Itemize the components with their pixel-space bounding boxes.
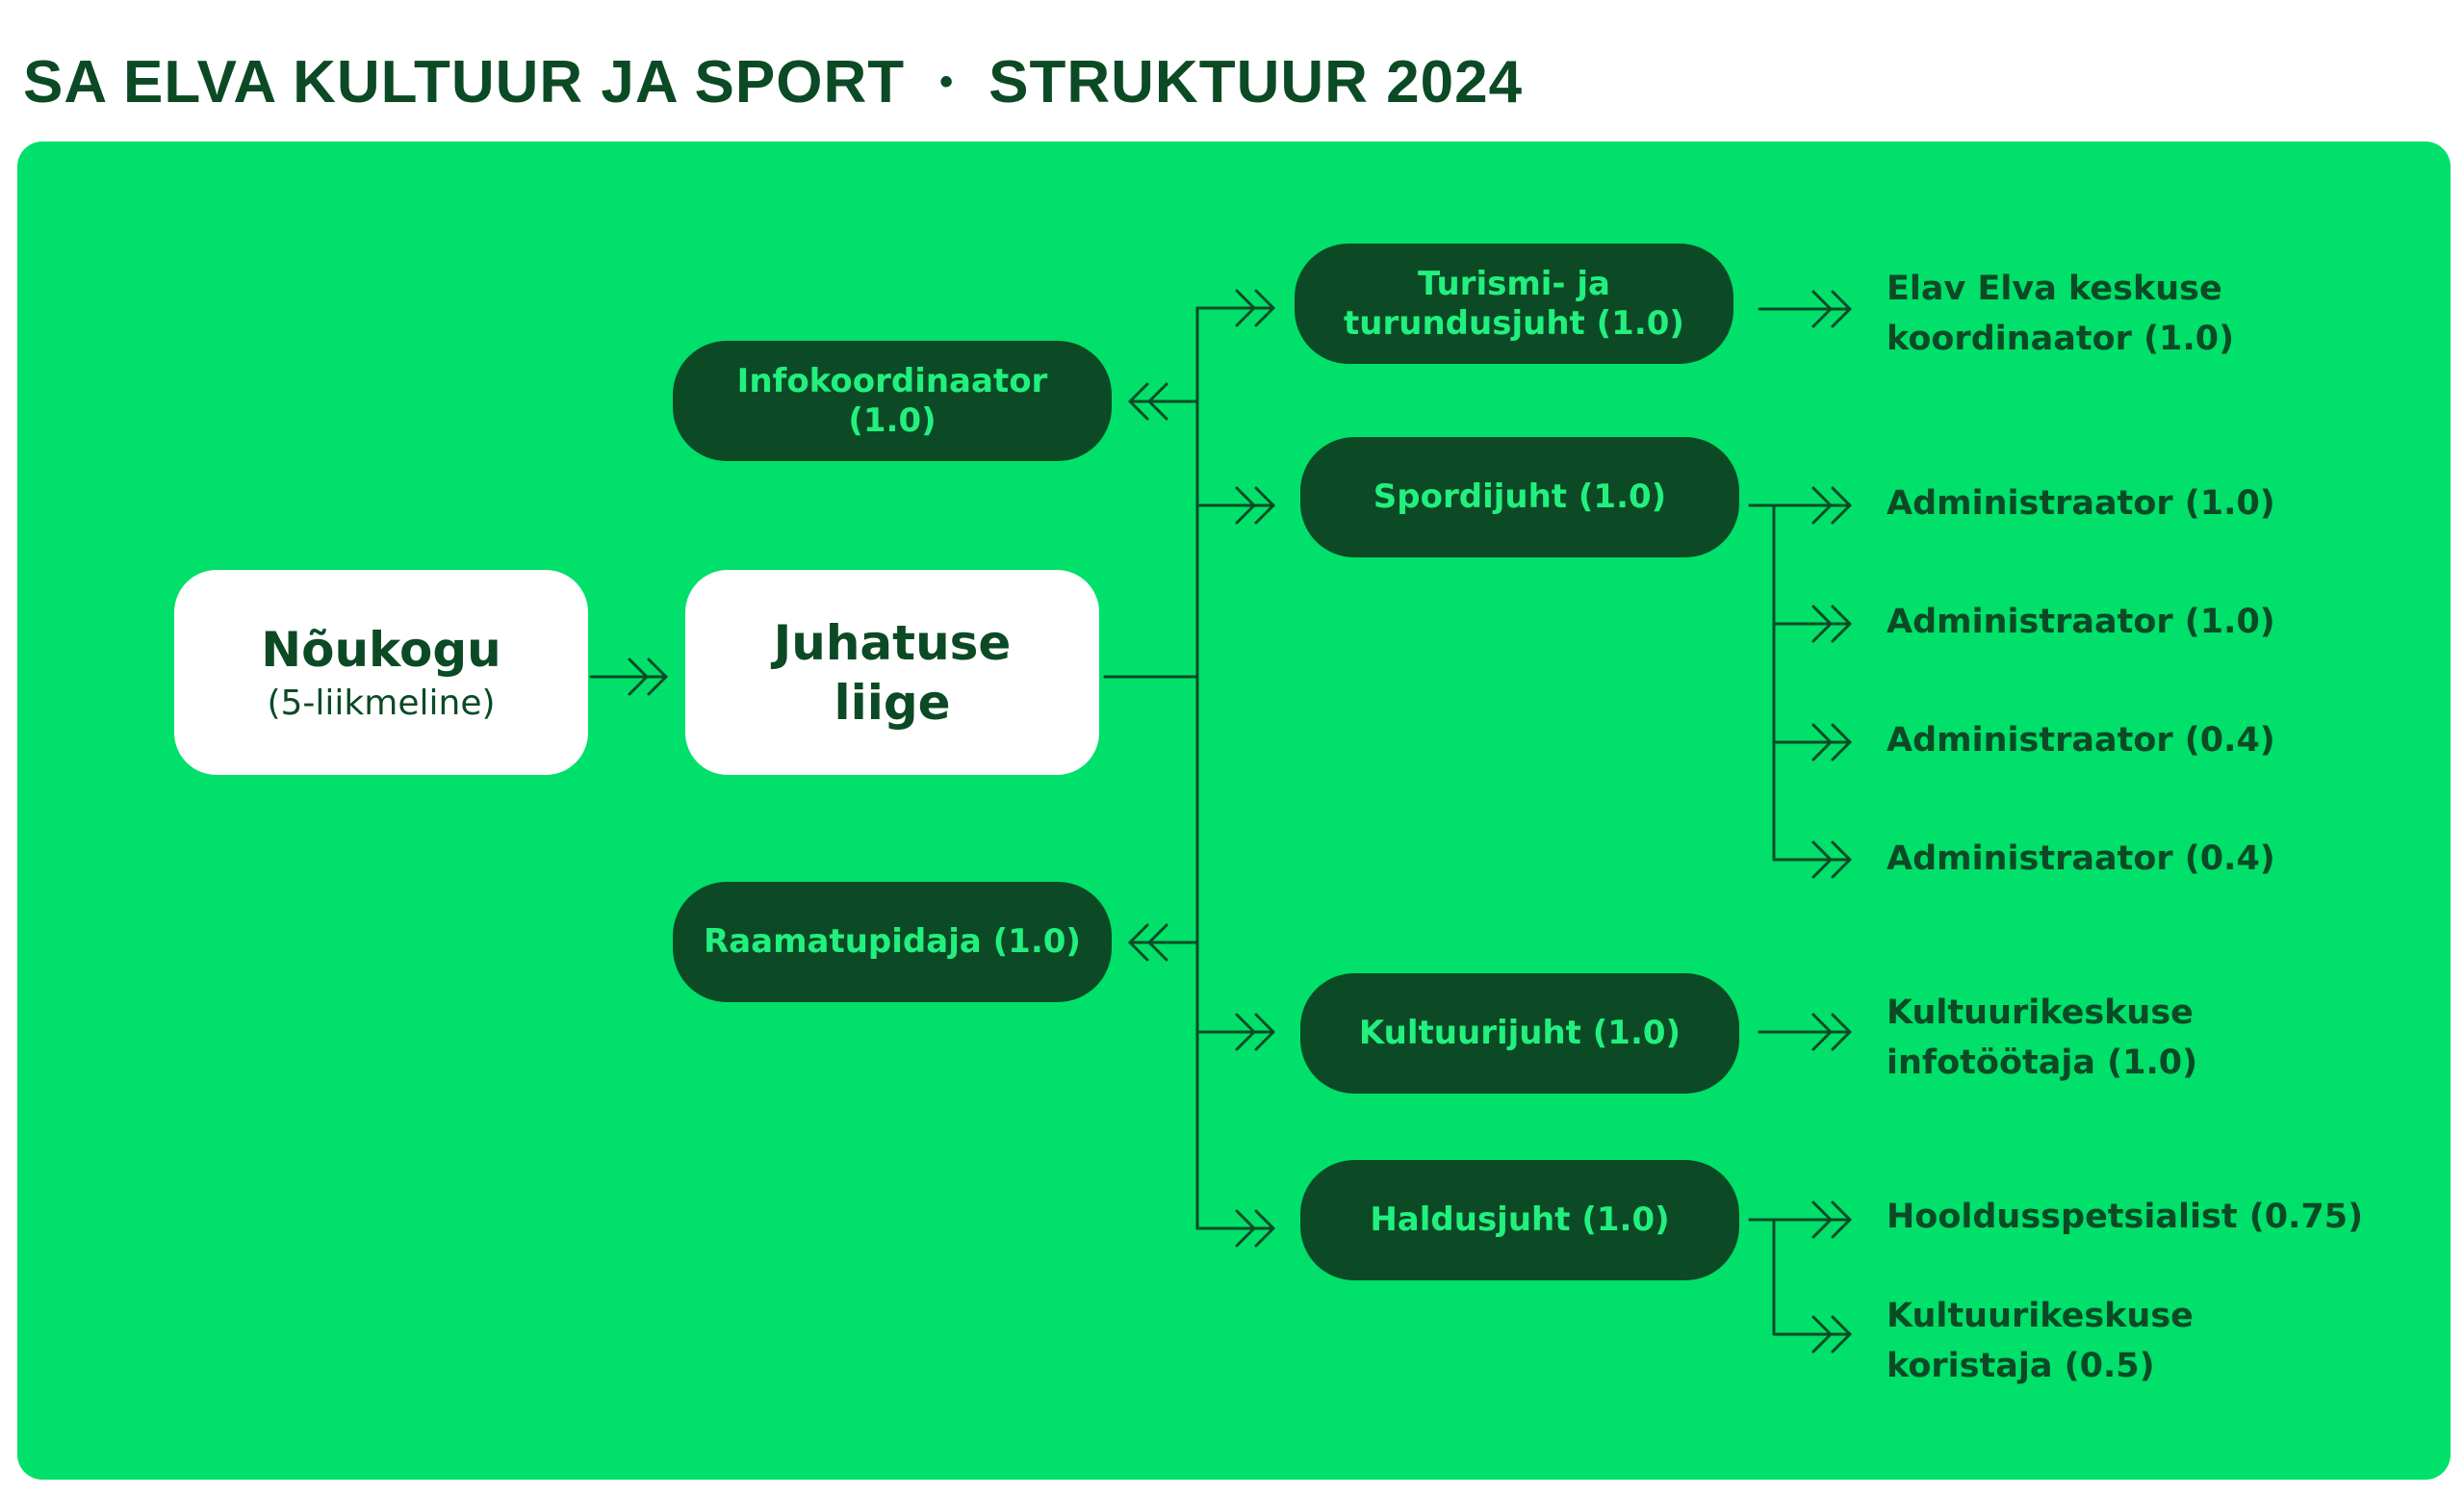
node-haldusjuht: Haldusjuht (1.0) [1300,1160,1739,1280]
node-turismi-turundusjuht: Turismi- ja turundusjuht (1.0) [1295,244,1733,364]
arrow-to-juhatus [628,658,668,696]
arrow-to-administraator-2 [1811,605,1852,643]
arrow-to-haldusjuht [1235,1209,1275,1248]
node-spordijuht-label: Spordijuht (1.0) [1373,477,1667,516]
org-name: SA ELVA KULTUUR JA SPORT [23,48,906,116]
arrow-to-hooldusspetsialist [1811,1200,1852,1239]
node-juhatuse-liige: Juhatuse liige [685,570,1099,775]
arrow-to-infokoordinaator [1128,382,1168,421]
title-year: STRUKTUUR 2024 [988,48,1524,116]
node-raamatupidaja-label: Raamatupidaja (1.0) [704,922,1081,961]
org-chart-panel: Nõukogu (5-liikmeline) Juhatuse liige In… [17,142,2451,1480]
node-juhatuse-liige-title: Juhatuse liige [773,614,1012,731]
arrow-to-administraator-1 [1811,486,1852,525]
connector-lines [589,289,1852,1354]
arrow-to-kultuurijuht [1235,1013,1275,1051]
node-spordijuht: Spordijuht (1.0) [1300,437,1739,557]
leaf-kultuurikeskuse-infotootaja: Kultuurikeskuse infotöötaja (1.0) [1886,993,2198,1082]
arrow-to-elav-elva [1811,290,1852,328]
arrow-to-raamatupidaja [1128,923,1168,962]
node-noukogu-title: Nõukogu [261,621,501,678]
arrow-to-spordijuht [1235,486,1275,525]
leaf-hooldusspetsialist: Hooldusspetsialist (0.75) [1886,1198,2364,1236]
leaf-elav-elva-koordinaator: Elav Elva keskuse koordinaator (1.0) [1886,270,2235,358]
leaf-administraator-3: Administraator (0.4) [1886,721,2275,760]
arrow-to-infotootaja [1811,1013,1852,1051]
node-kultuurijuht-label: Kultuurijuht (1.0) [1358,1014,1681,1052]
node-turismi-turundusjuht-label: Turismi- ja turundusjuht (1.0) [1344,264,1684,343]
arrow-to-administraator-4 [1811,840,1852,879]
leaf-administraator-4: Administraator (0.4) [1886,839,2275,878]
node-infokoordinaator-label: Infokoordinaator (1.0) [736,361,1048,440]
node-raamatupidaja: Raamatupidaja (1.0) [673,882,1112,1002]
node-kultuurijuht: Kultuurijuht (1.0) [1300,973,1739,1094]
node-noukogu-subtitle: (5-liikmeline) [267,683,496,723]
arrow-to-administraator-3 [1811,723,1852,761]
node-infokoordinaator: Infokoordinaator (1.0) [673,341,1112,461]
arrow-to-turismi [1235,289,1275,327]
leaf-kultuurikeskuse-koristaja: Kultuurikeskuse koristaja (0.5) [1886,1297,2194,1385]
leaf-administraator-1: Administraator (1.0) [1886,484,2275,523]
title-separator: • [939,60,955,103]
node-haldusjuht-label: Haldusjuht (1.0) [1370,1200,1670,1239]
arrow-to-koristaja [1811,1315,1852,1354]
page-title: SA ELVA KULTUUR JA SPORT • STRUKTUUR 202… [23,39,1523,125]
leaf-administraator-2: Administraator (1.0) [1886,603,2275,641]
node-noukogu: Nõukogu (5-liikmeline) [174,570,588,775]
